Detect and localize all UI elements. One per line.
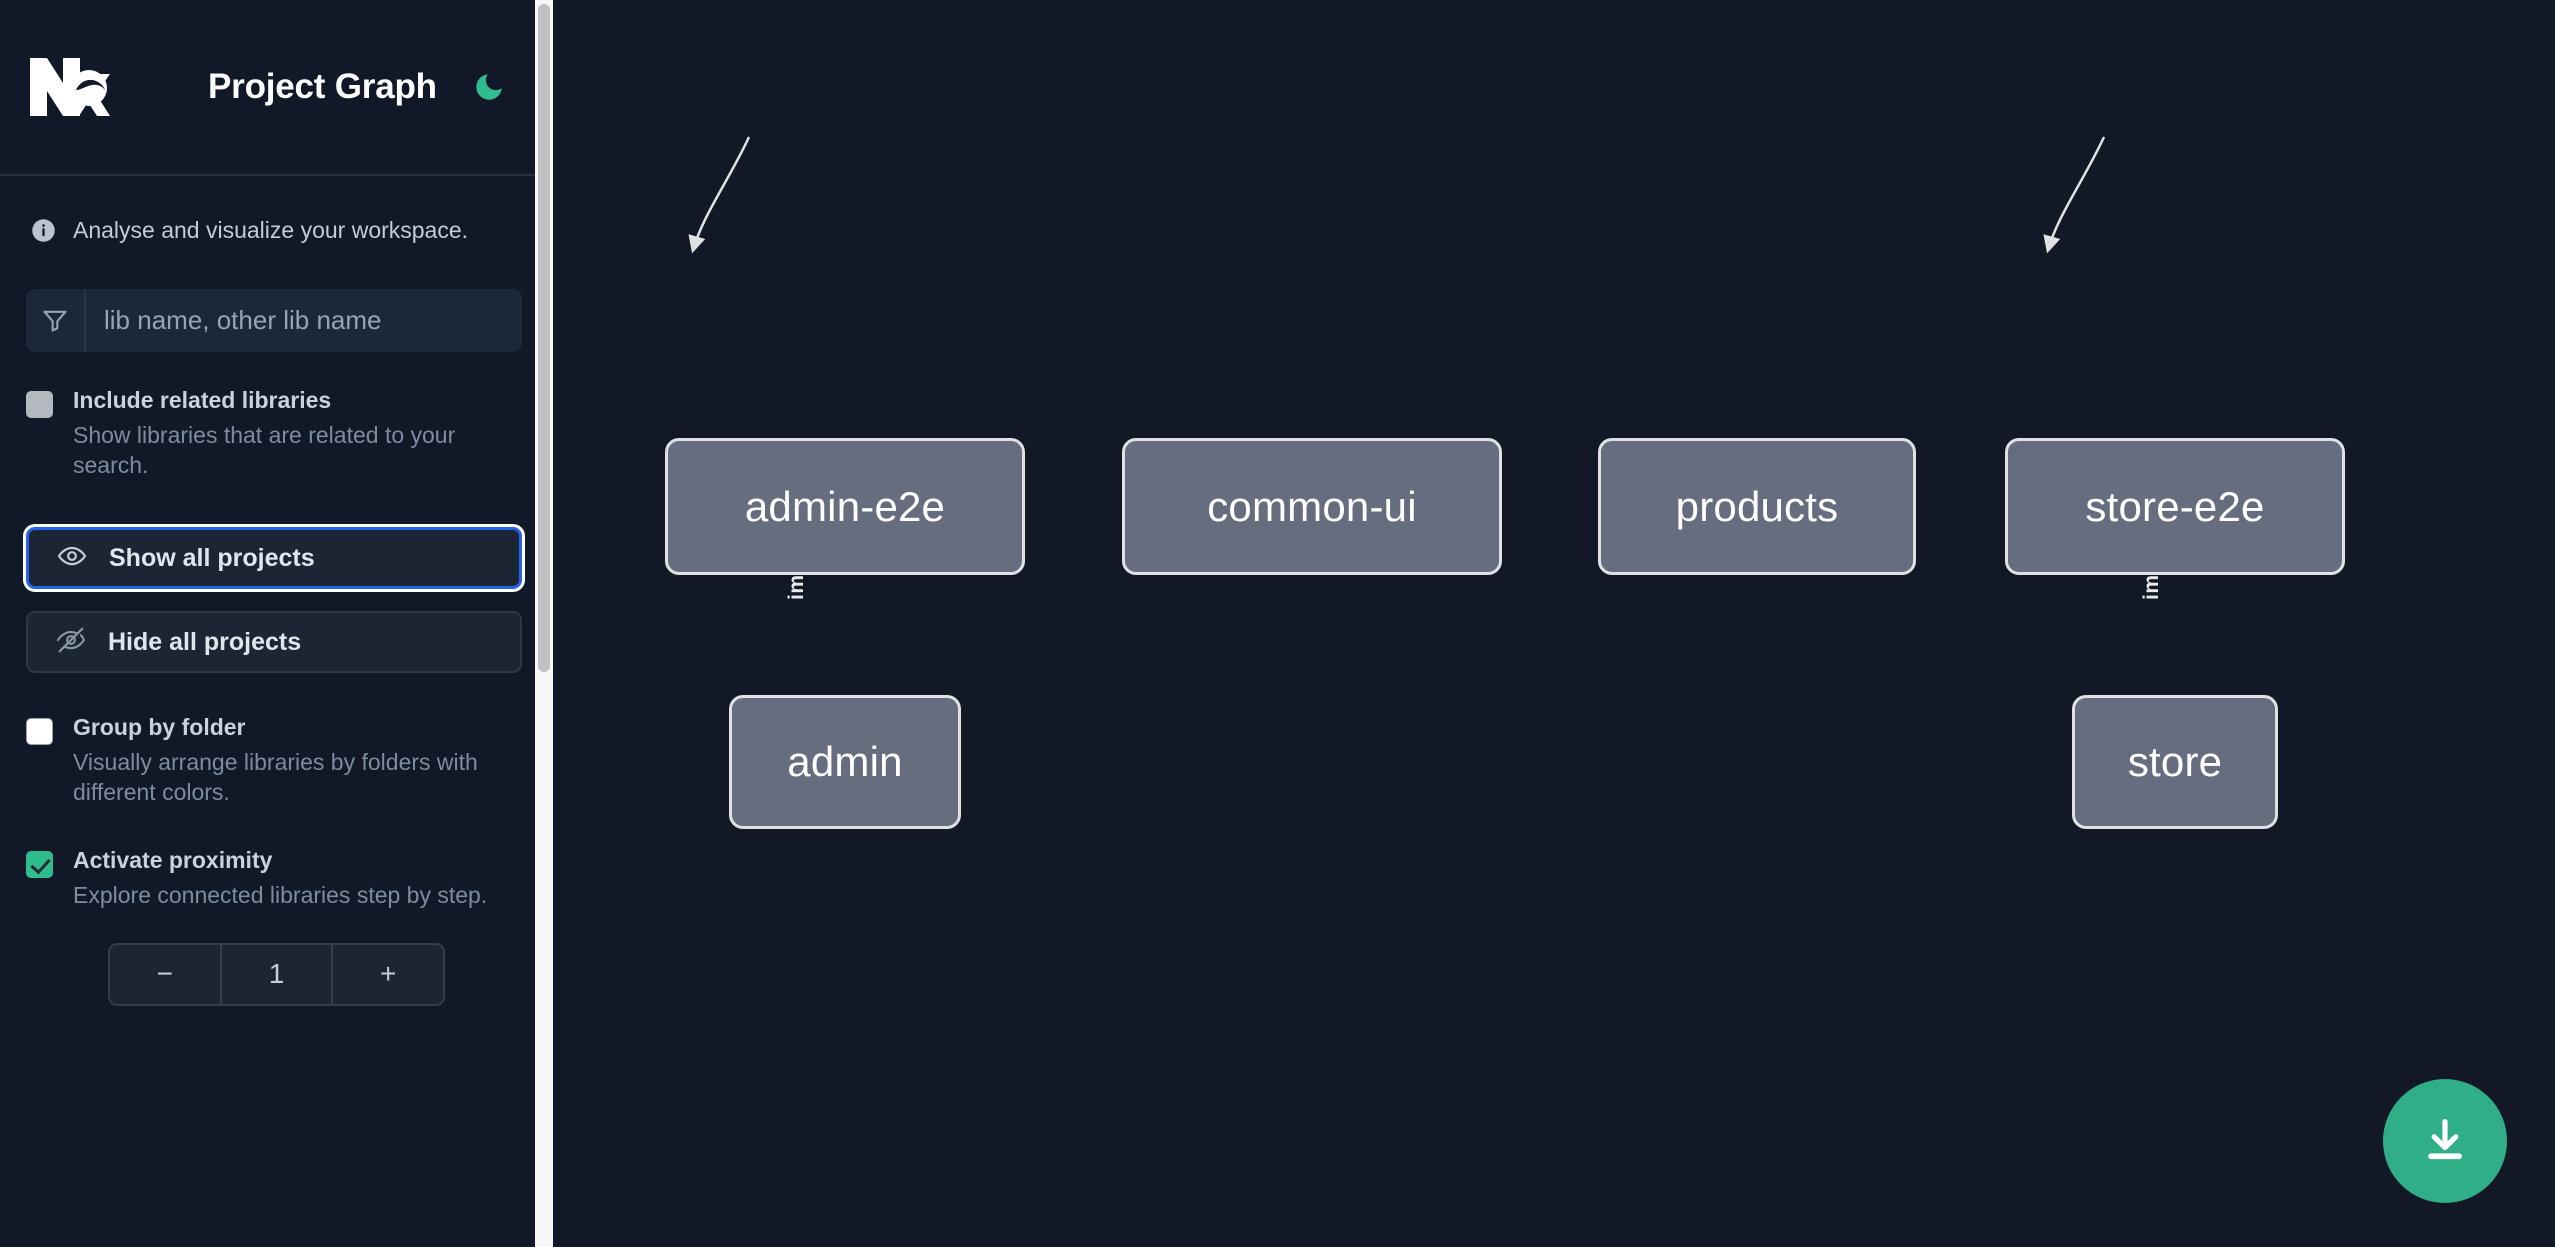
graph-node-store-e2e[interactable]: store-e2e <box>2005 438 2345 575</box>
download-button[interactable] <box>2383 1079 2507 1203</box>
workspace-info-text: Analyse and visualize your workspace. <box>73 217 469 243</box>
graph-edge-store <box>2043 136 2106 254</box>
proximity-stepper: − 1 + <box>108 942 445 1006</box>
group-by-folder-desc: Visually arrange libraries by folders wi… <box>73 749 478 806</box>
sidebar: Project Graph Analyse and visualize your… <box>0 0 553 1247</box>
workspace-info: Analyse and visualize your workspace. <box>0 176 553 246</box>
option-texts: Activate proximity Explore connected lib… <box>73 846 526 910</box>
graph-node-common-ui[interactable]: common-ui <box>1122 438 1502 575</box>
activate-proximity-label: Activate proximity <box>73 846 273 873</box>
activate-proximity-checkbox[interactable] <box>26 850 53 878</box>
download-icon <box>2419 1114 2471 1169</box>
filter-icon <box>26 288 86 352</box>
option-include-related-libraries: Include related libraries Show libraries… <box>26 386 526 480</box>
proximity-decrement-button[interactable]: − <box>156 958 174 990</box>
option-activate-proximity: Activate proximity Explore connected lib… <box>26 846 526 910</box>
sidebar-header: Project Graph <box>0 0 553 176</box>
show-all-projects-label: Show all projects <box>109 543 315 572</box>
graph-node-admin-e2e[interactable]: admin-e2e <box>665 438 1025 575</box>
search-input[interactable] <box>86 288 522 352</box>
page-title: Project Graph <box>208 67 437 106</box>
graph-node-products[interactable]: products <box>1598 438 1916 575</box>
include-related-libraries-checkbox[interactable] <box>26 390 53 418</box>
eye-off-icon <box>56 625 86 660</box>
info-icon <box>30 217 57 244</box>
activate-proximity-desc: Explore connected libraries step by step… <box>73 881 488 908</box>
include-related-libraries-desc: Show libraries that are related to your … <box>73 421 456 478</box>
show-all-projects-button[interactable]: Show all projects <box>26 527 522 590</box>
group-by-folder-checkbox[interactable] <box>26 718 53 746</box>
include-related-libraries-label: Include related libraries <box>73 386 332 413</box>
eye-icon <box>57 541 87 576</box>
group-by-folder-label: Group by folder <box>73 714 246 741</box>
nx-logo-icon <box>26 54 122 120</box>
graph-node-admin[interactable]: admin <box>729 695 961 829</box>
sidebar-scrollbar-thumb[interactable] <box>538 4 550 672</box>
moon-icon[interactable] <box>469 67 509 107</box>
sidebar-scrollbar-track[interactable] <box>535 0 553 1247</box>
graph-node-store[interactable]: store <box>2072 695 2278 829</box>
option-texts: Group by folder Visually arrange librari… <box>73 713 526 807</box>
option-group-by-folder: Group by folder Visually arrange librari… <box>26 713 526 807</box>
graph-edges <box>688 136 2106 254</box>
proximity-value: 1 <box>219 944 334 1004</box>
sidebar-body: Analyse and visualize your workspace. In… <box>0 176 553 1006</box>
proximity-increment-button[interactable]: + <box>380 958 397 990</box>
option-texts: Include related libraries Show libraries… <box>73 386 526 480</box>
search-bar[interactable] <box>26 288 522 352</box>
hide-all-projects-label: Hide all projects <box>108 627 302 656</box>
graph-edge-admin <box>688 136 751 254</box>
hide-all-projects-button[interactable]: Hide all projects <box>26 611 522 674</box>
graph-canvas[interactable]: implicit implicit admin-e2e common-ui pr… <box>553 0 2555 1247</box>
